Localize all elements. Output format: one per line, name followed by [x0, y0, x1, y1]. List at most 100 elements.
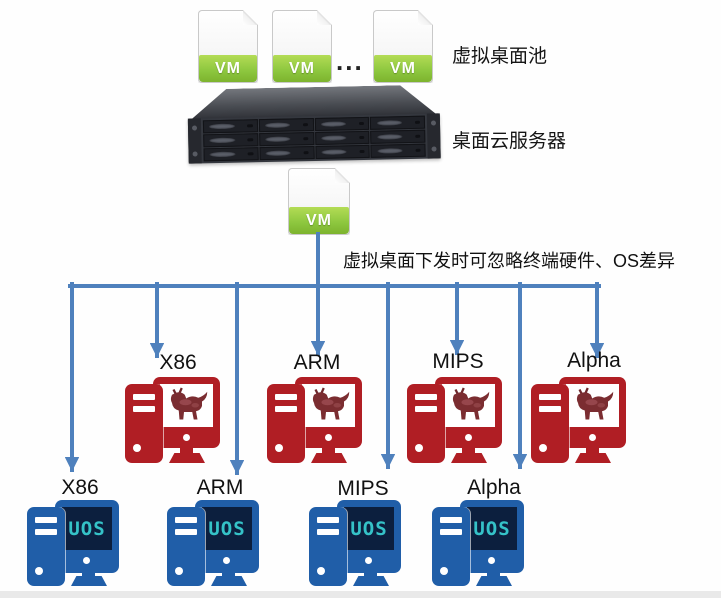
monitor-base [71, 576, 107, 586]
power-button-icon [415, 444, 423, 452]
drive-slot-icon [415, 406, 437, 412]
bottom-edge-strip [0, 591, 721, 598]
screen: UOS [202, 507, 252, 550]
bull-logo-icon [312, 387, 349, 419]
screen [302, 384, 355, 427]
vm-file-icon-distributed: VM [288, 168, 350, 235]
screen: UOS [467, 507, 517, 550]
uos-logo: UOS [68, 517, 106, 540]
drive-slot-icon [133, 406, 155, 412]
drive-slot-icon [133, 394, 155, 400]
drive-slot-icon [275, 406, 297, 412]
monitor [295, 377, 362, 448]
monitor-base [353, 576, 389, 586]
tower-case [407, 384, 445, 463]
monitor-neck [462, 448, 475, 453]
camera-dot-icon [223, 557, 230, 564]
tower-case [432, 507, 470, 586]
tower-case [27, 507, 65, 586]
red-terminal-arm [267, 377, 362, 463]
red-label-arm: ARM [293, 351, 341, 374]
uos-logo: UOS [350, 517, 388, 540]
blue-label-x86: X86 [61, 476, 99, 499]
screen [160, 384, 213, 427]
monitor: UOS [460, 500, 524, 573]
vm-file-icon-1: VM [198, 10, 258, 83]
drive-slot-icon [440, 517, 462, 523]
red-label-alpha: Alpha [567, 349, 621, 372]
monitor [153, 377, 220, 448]
drive-slot-icon [317, 517, 339, 523]
power-button-icon [317, 567, 325, 575]
monitor-neck [180, 448, 193, 453]
camera-dot-icon [83, 557, 90, 564]
monitor-neck [364, 571, 377, 576]
drive-slot-icon [539, 394, 561, 400]
tower-case [125, 384, 163, 463]
screen [442, 384, 495, 427]
bull-logo-icon [452, 387, 489, 419]
blue-label-mips: MIPS [337, 477, 389, 500]
vm-badge: VM [273, 55, 331, 82]
vm-file-icon-3: VM [373, 10, 433, 83]
monitor-base [311, 453, 347, 463]
vm-badge: VM [289, 207, 349, 234]
red-terminal-alpha [531, 377, 626, 463]
red-terminal-x86 [125, 377, 220, 463]
power-button-icon [175, 567, 183, 575]
power-button-icon [133, 444, 141, 452]
monitor: UOS [195, 500, 259, 573]
monitor: UOS [337, 500, 401, 573]
tower-case [531, 384, 569, 463]
monitor [559, 377, 626, 448]
drive-slot-icon [440, 529, 462, 535]
blue-label-alpha: Alpha [467, 476, 521, 499]
blue-label-arm: ARM [196, 476, 244, 499]
drive-slot-icon [35, 517, 57, 523]
monitor: UOS [55, 500, 119, 573]
blue-terminal-x86: UOS [27, 500, 119, 590]
drive-slot-icon [539, 406, 561, 412]
tower-case [309, 507, 347, 586]
monitor-base [476, 576, 512, 586]
tower-case [267, 384, 305, 463]
red-label-mips: MIPS [432, 350, 484, 373]
red-terminal-mips [407, 377, 502, 463]
vm-badge: VM [374, 55, 432, 82]
screen [566, 384, 619, 427]
monitor-neck [322, 448, 335, 453]
camera-dot-icon [588, 434, 596, 441]
blue-terminal-mips: UOS [309, 500, 401, 590]
power-button-icon [440, 567, 448, 575]
uos-logo: UOS [473, 517, 511, 540]
pool-label: 虚拟桌面池 [452, 46, 548, 67]
monitor-base [575, 453, 611, 463]
monitor-neck [222, 571, 235, 576]
drive-slot-icon [175, 529, 197, 535]
power-button-icon [539, 444, 547, 452]
monitor [435, 377, 502, 448]
drive-slot-icon [415, 394, 437, 400]
camera-dot-icon [324, 434, 332, 441]
monitor-base [169, 453, 205, 463]
monitor-neck [586, 448, 599, 453]
tower-case [167, 507, 205, 586]
server-label: 桌面云服务器 [452, 131, 567, 152]
drive-slot-icon [317, 529, 339, 535]
vm-file-icon-2: VM [272, 10, 332, 83]
screen: UOS [344, 507, 394, 550]
bull-logo-icon [576, 387, 613, 419]
camera-dot-icon [365, 557, 372, 564]
vm-badge: VM [199, 55, 257, 82]
camera-dot-icon [182, 434, 190, 441]
ellipsis-dots: ... [336, 46, 364, 76]
uos-logo: UOS [208, 517, 246, 540]
red-label-x86: X86 [159, 351, 197, 374]
screen: UOS [62, 507, 112, 550]
monitor-base [211, 576, 247, 586]
camera-dot-icon [488, 557, 495, 564]
power-button-icon [275, 444, 283, 452]
blue-terminal-arm: UOS [167, 500, 259, 590]
monitor-neck [487, 571, 500, 576]
